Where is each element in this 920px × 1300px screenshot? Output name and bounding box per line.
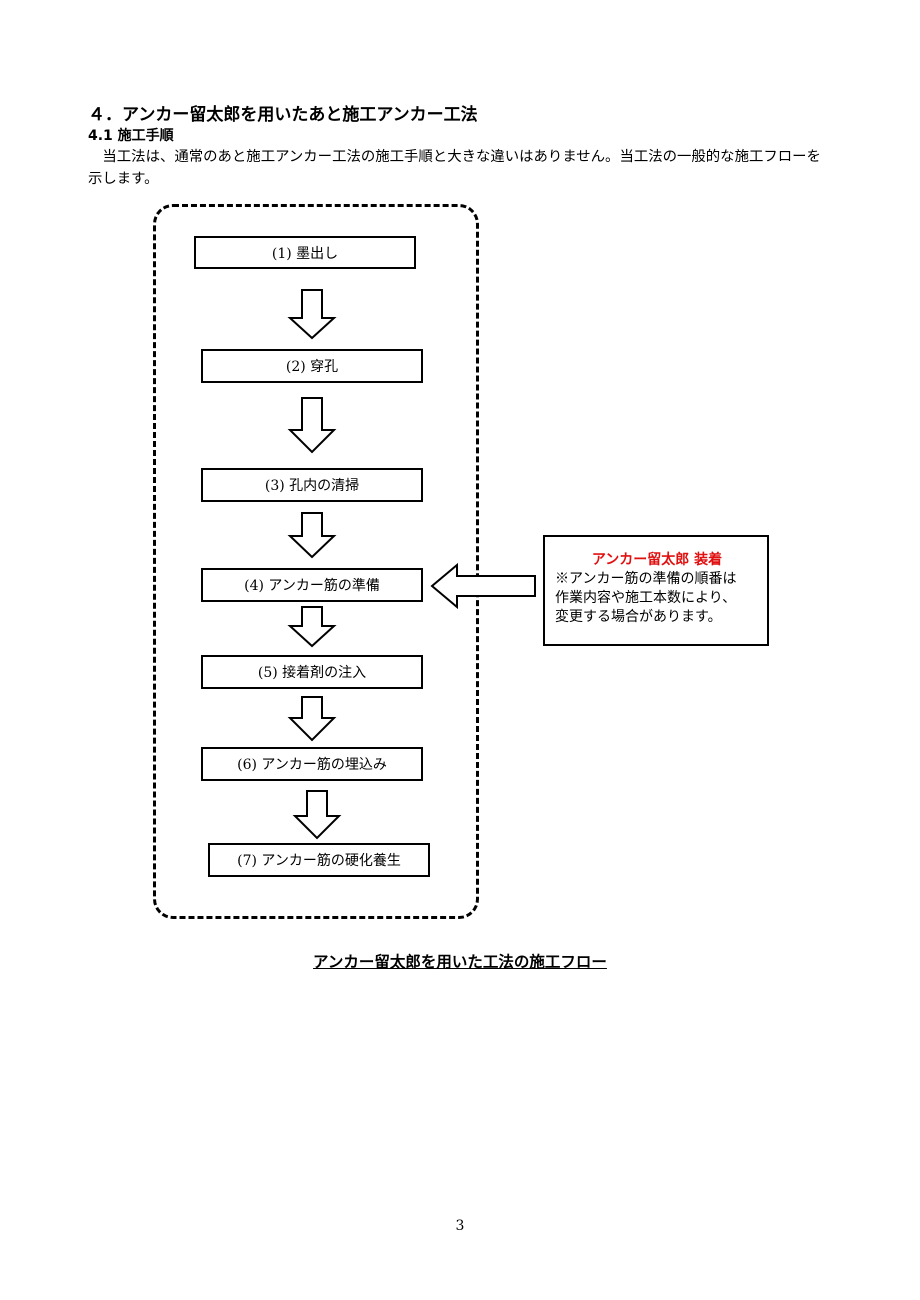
flow-step-4: (4) アンカー筋の準備 [201, 568, 423, 602]
down-arrow-icon [287, 512, 337, 559]
note-line: ※アンカー筋の準備の順番は [555, 571, 737, 587]
down-arrow-icon [287, 606, 337, 648]
note-line: 作業内容や施工本数により、 [555, 590, 737, 606]
note-box: アンカー留太郎 装着 ※アンカー筋の準備の順番は 作業内容や施工本数により、 変… [543, 535, 769, 646]
flow-frame [153, 204, 479, 919]
down-arrow-icon [287, 696, 337, 742]
section-heading: ４．アンカー留太郎を用いたあと施工アンカー工法 [88, 105, 478, 125]
note-line: 変更する場合があります。 [555, 609, 722, 625]
flow-step-7: (7) アンカー筋の硬化養生 [208, 843, 430, 877]
flow-step-5: (5) 接着剤の注入 [201, 655, 423, 689]
flow-step-3: (3) 孔内の清掃 [201, 468, 423, 502]
flow-step-2: (2) 穿孔 [201, 349, 423, 383]
page-number: 3 [455, 1218, 465, 1234]
flow-step-6: (6) アンカー筋の埋込み [201, 747, 423, 781]
left-arrow-icon [430, 562, 536, 610]
down-arrow-icon [292, 790, 342, 840]
figure-caption: アンカー留太郎を用いた工法の施工フロー [313, 953, 607, 971]
down-arrow-icon [287, 397, 337, 454]
flow-step-1: (1) 墨出し [194, 236, 416, 269]
down-arrow-icon [287, 289, 337, 340]
subsection-heading: 4.1 施工手順 [88, 128, 174, 144]
intro-paragraph: 当工法は、通常のあと施工アンカー工法の施工手順と大きな違いはありません。当工法の… [88, 149, 821, 187]
note-title: アンカー留太郎 装着 [591, 552, 723, 568]
